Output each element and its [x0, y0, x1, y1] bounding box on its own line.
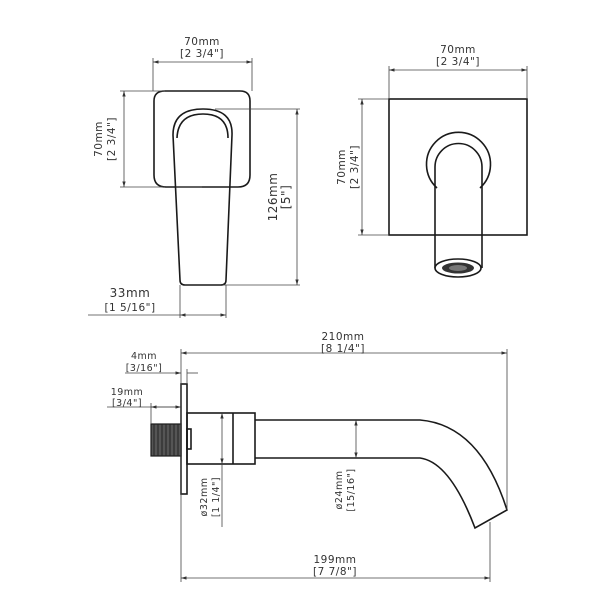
dim-width-mm: 70mm [184, 36, 220, 48]
dim-thread-mm: 19mm [111, 387, 144, 398]
dim-lever-length-mm: 126mm [266, 173, 280, 222]
spout-pipe [434, 142, 483, 268]
dim-height-mm: 70mm [93, 121, 105, 157]
handle-lever [172, 108, 233, 286]
dim-lever-width-mm: 33mm [110, 286, 151, 300]
dim-width-in: [2 3/4"] [436, 56, 480, 68]
wall-plate [180, 383, 188, 495]
dim-plate-in: [3/16"] [126, 363, 163, 374]
dim-width-in: [2 3/4"] [180, 48, 224, 60]
dim-pipe-diameter-mm: ø24mm [334, 471, 345, 510]
handle-front-view: 70mm [2 3/4"] 70mm [2 3/4"] 126mm [5"] 3… [88, 36, 300, 318]
dim-reach-mm: 199mm [314, 554, 357, 566]
handle-plate [153, 90, 251, 188]
dim-height-mm: 70mm [336, 149, 348, 185]
dim-overall-mm: 210mm [322, 331, 365, 343]
dim-width-mm: 70mm [440, 44, 476, 56]
spout-side-view: 210mm [8 1/4"] 4mm [3/16"] 19mm [3/4"] ø… [107, 331, 508, 582]
spout-collar [425, 131, 492, 189]
dim-reach-in: [7 7/8"] [313, 566, 357, 578]
lever-inner-edge [176, 113, 229, 139]
spout-plate [388, 98, 528, 236]
dim-lever-width-in: [1 5/16"] [104, 302, 155, 314]
dim-height-in: [2 3/4"] [349, 145, 361, 189]
dim-height-in: [2 3/4"] [106, 117, 118, 161]
dim-plate-mm: 4mm [131, 351, 157, 362]
spout-front-view: 70mm [2 3/4"] 70mm [2 3/4"] [336, 44, 528, 278]
spout-body [186, 412, 256, 465]
dim-body-diameter-in: [1 1/4"] [211, 477, 222, 517]
dim-body-diameter-mm: ø32mm [199, 478, 210, 517]
dim-thread-in: [3/4"] [112, 398, 142, 409]
dim-pipe-diameter-in: [15/16"] [346, 468, 357, 511]
dim-overall-in: [8 1/4"] [321, 343, 365, 355]
spout-pipe-side [255, 419, 508, 530]
dim-lever-length-in: [5"] [279, 185, 293, 210]
